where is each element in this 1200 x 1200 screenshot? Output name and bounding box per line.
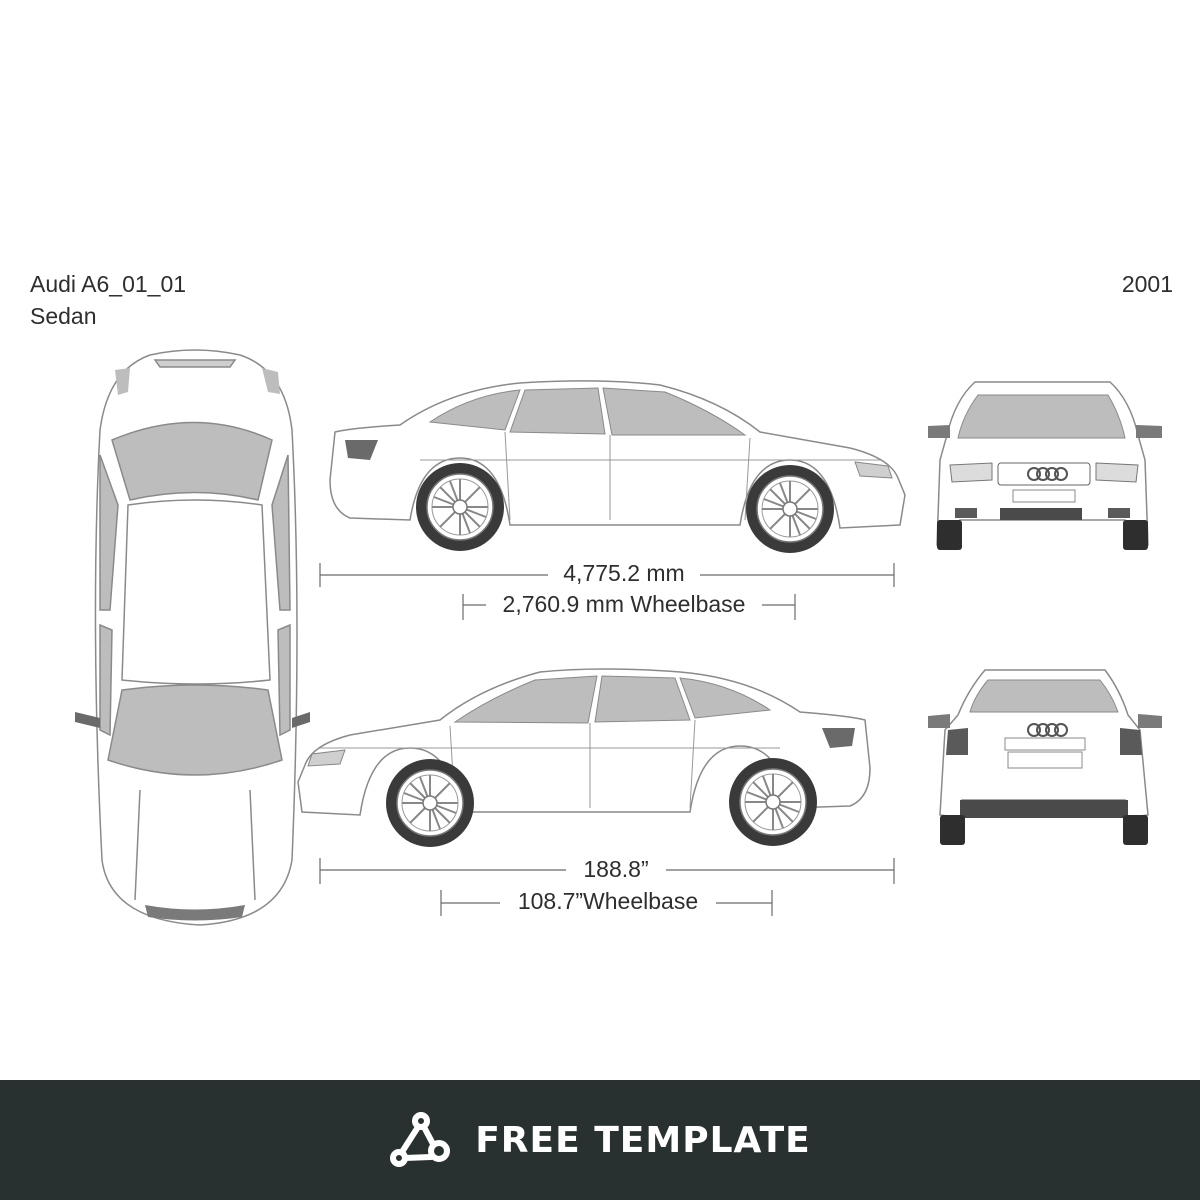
wheelbase-metric-label: 2,760.9 mm Wheelbase (503, 591, 746, 617)
car-rear-view (928, 669, 1162, 845)
length-metric-label: 4,775.2 mm (563, 560, 684, 586)
body-type: Sedan (30, 303, 97, 329)
wheelbase-imperial-label: 108.7”Wheelbase (518, 888, 698, 914)
model-year: 2001 (1121, 271, 1173, 297)
share-nodes-icon (390, 1112, 451, 1167)
car-side-view-right (329, 380, 906, 554)
footer-label: FREE TEMPLATE (475, 1119, 811, 1161)
blueprint-canvas: 4,775.2 mm 2,760.9 mm Wheelbase 188.8” 1… (75, 349, 1162, 926)
footer-bar: FREE TEMPLATE (0, 1080, 1200, 1200)
length-imperial-label: 188.8” (583, 856, 648, 882)
model-name: Audi A6_01_01 (30, 271, 187, 297)
car-top-view (75, 349, 310, 926)
car-side-view-left (297, 668, 871, 848)
car-front-view (928, 381, 1162, 550)
dimension-lines (319, 563, 895, 916)
